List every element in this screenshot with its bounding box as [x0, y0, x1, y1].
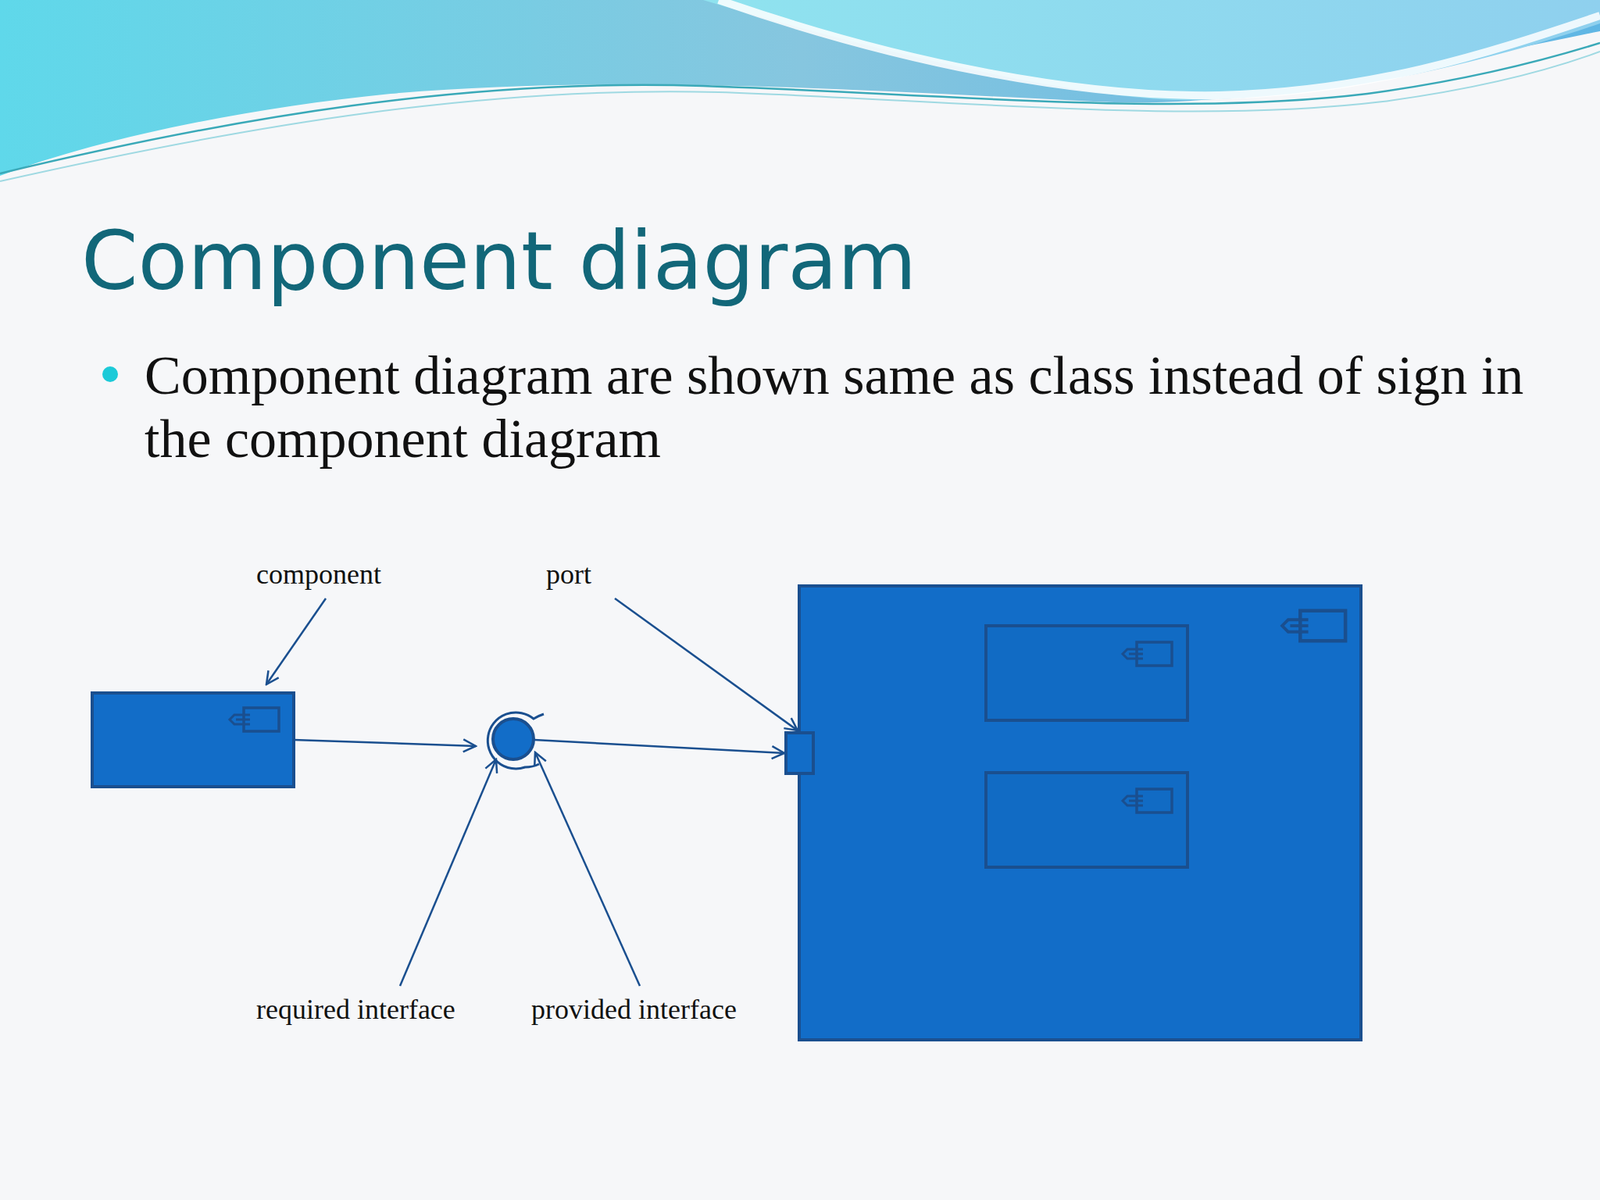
callout-label: component: [256, 557, 382, 592]
component-box: [92, 692, 294, 787]
slide-title: Component diagram: [81, 212, 917, 311]
leader-lines: [266, 598, 798, 986]
port-symbol: [785, 732, 814, 774]
inner-component-box: [985, 772, 1188, 868]
leader-line: [266, 598, 326, 685]
dependency-arrow: [293, 739, 476, 747]
callout-label: port: [546, 557, 592, 592]
component-illustration: [92, 585, 1361, 1040]
leader-line: [535, 752, 640, 986]
dependency-arrow: [534, 739, 785, 754]
component-icon: [229, 707, 279, 732]
bullet-text: Component diagram are shown same as clas…: [144, 343, 1551, 471]
leader-line: [614, 598, 798, 731]
leader-line: [400, 759, 497, 986]
component-icon: [1282, 610, 1346, 642]
bullet-dot: [102, 366, 118, 383]
ball-symbol: [492, 718, 534, 760]
callout-label: provided interface: [531, 992, 737, 1027]
component-icon: [1122, 642, 1172, 666]
component-icon: [1122, 789, 1172, 813]
callout-label: required interface: [256, 992, 456, 1027]
header-waves: [0, 0, 1600, 182]
component-box: [799, 585, 1361, 1040]
inner-component-box: [985, 625, 1188, 721]
